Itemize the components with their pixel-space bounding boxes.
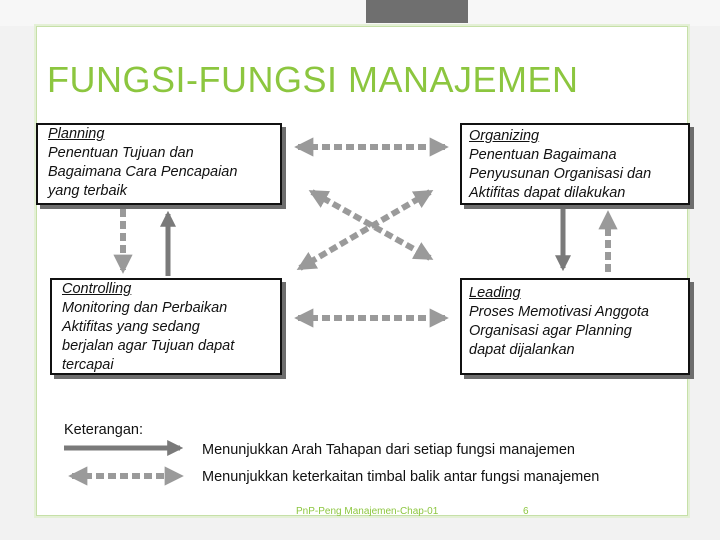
page-number: 6 xyxy=(523,506,529,517)
leading-heading: Leading xyxy=(469,284,688,303)
legend-solid-text: Menunjukkan Arah Tahapan dari setiap fun… xyxy=(202,442,575,458)
planning-heading: Planning xyxy=(48,125,280,144)
footer-text: PnP-Peng Manajemen-Chap-01 xyxy=(296,506,438,517)
arrow-organizing-controlling xyxy=(300,192,430,268)
controlling-box: Controlling Monitoring dan Perbaikan Akt… xyxy=(50,278,282,375)
leading-box: Leading Proses Memotivasi Anggota Organi… xyxy=(460,278,690,375)
organizing-box: Organizing Penentuan Bagaimana Penyusuna… xyxy=(460,123,690,205)
organizing-text: Penentuan Bagaimana Penyusunan Organisas… xyxy=(469,146,688,203)
leading-text: Proses Memotivasi Anggota Organisasi aga… xyxy=(469,303,688,360)
controlling-text: Monitoring dan Perbaikan Aktifitas yang … xyxy=(62,299,280,375)
controlling-heading: Controlling xyxy=(62,280,280,299)
planning-text: Penentuan Tujuan dan Bagaimana Cara Penc… xyxy=(48,144,280,201)
planning-box: Planning Penentuan Tujuan dan Bagaimana … xyxy=(36,123,282,205)
legend-title: Keterangan: xyxy=(64,422,143,438)
legend-dashed-text: Menunjukkan keterkaitan timbal balik ant… xyxy=(202,469,599,485)
organizing-heading: Organizing xyxy=(469,127,688,146)
